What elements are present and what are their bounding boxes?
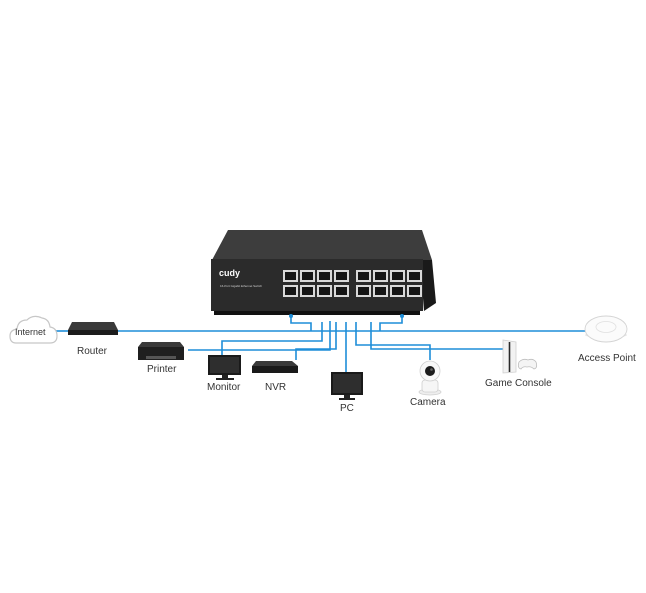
switch-bottom bbox=[214, 311, 420, 315]
monitor-icon bbox=[208, 355, 241, 380]
printer-label: Printer bbox=[147, 364, 177, 375]
rj45-port-opening bbox=[375, 272, 386, 280]
game-console-link bbox=[370, 322, 508, 357]
monitor-label: Monitor bbox=[207, 382, 241, 393]
rj45-port-opening bbox=[375, 287, 386, 295]
rj45-port-opening bbox=[409, 272, 420, 280]
rj45-port-opening bbox=[285, 287, 296, 295]
game-console-label: Game Console bbox=[485, 378, 552, 389]
internet-label: Internet bbox=[15, 327, 46, 337]
rj45-port-opening bbox=[319, 272, 330, 280]
switch-side bbox=[420, 260, 436, 311]
rj45-port-opening bbox=[392, 272, 403, 280]
printer-icon bbox=[138, 342, 184, 360]
game-console-icon bbox=[502, 339, 538, 374]
pc-icon bbox=[331, 372, 363, 400]
switch-top bbox=[212, 230, 432, 260]
port-bank bbox=[283, 270, 422, 297]
nvr-link bbox=[295, 322, 337, 360]
camera-icon bbox=[418, 360, 442, 396]
pc-label: PC bbox=[340, 403, 354, 414]
rj45-port-opening bbox=[285, 272, 296, 280]
access-point-icon bbox=[584, 315, 628, 343]
nvr-label: NVR bbox=[265, 382, 287, 393]
rj45-port-opening bbox=[392, 287, 403, 295]
rj45-port-opening bbox=[336, 272, 347, 280]
printer-link bbox=[188, 321, 331, 351]
uplink-left-point bbox=[289, 314, 293, 318]
monitor-link bbox=[221, 322, 323, 355]
rj45-port-opening bbox=[358, 287, 369, 295]
switch-brand-logo: cudy bbox=[219, 268, 241, 278]
internet-cloud-icon bbox=[9, 315, 58, 344]
rj45-port-opening bbox=[358, 272, 369, 280]
access-point-label: Access Point bbox=[578, 353, 636, 364]
router-icon bbox=[68, 322, 118, 335]
switch-right-uplink bbox=[379, 316, 403, 331]
rj45-port-opening bbox=[319, 287, 330, 295]
network-switch bbox=[211, 230, 436, 318]
router-label: Router bbox=[77, 346, 108, 357]
rj45-port-opening bbox=[302, 272, 313, 280]
camera-label: Camera bbox=[410, 397, 446, 408]
rj45-port-opening bbox=[302, 287, 313, 295]
rj45-port-opening bbox=[409, 287, 420, 295]
camera-link bbox=[355, 322, 431, 360]
rj45-port-opening bbox=[336, 287, 347, 295]
nvr-icon bbox=[252, 361, 298, 373]
uplink-right-point bbox=[400, 314, 404, 318]
switch-model-text: 16-Port Gigabit Ethernet Switch bbox=[220, 284, 263, 288]
switch-left-uplink bbox=[290, 316, 312, 331]
